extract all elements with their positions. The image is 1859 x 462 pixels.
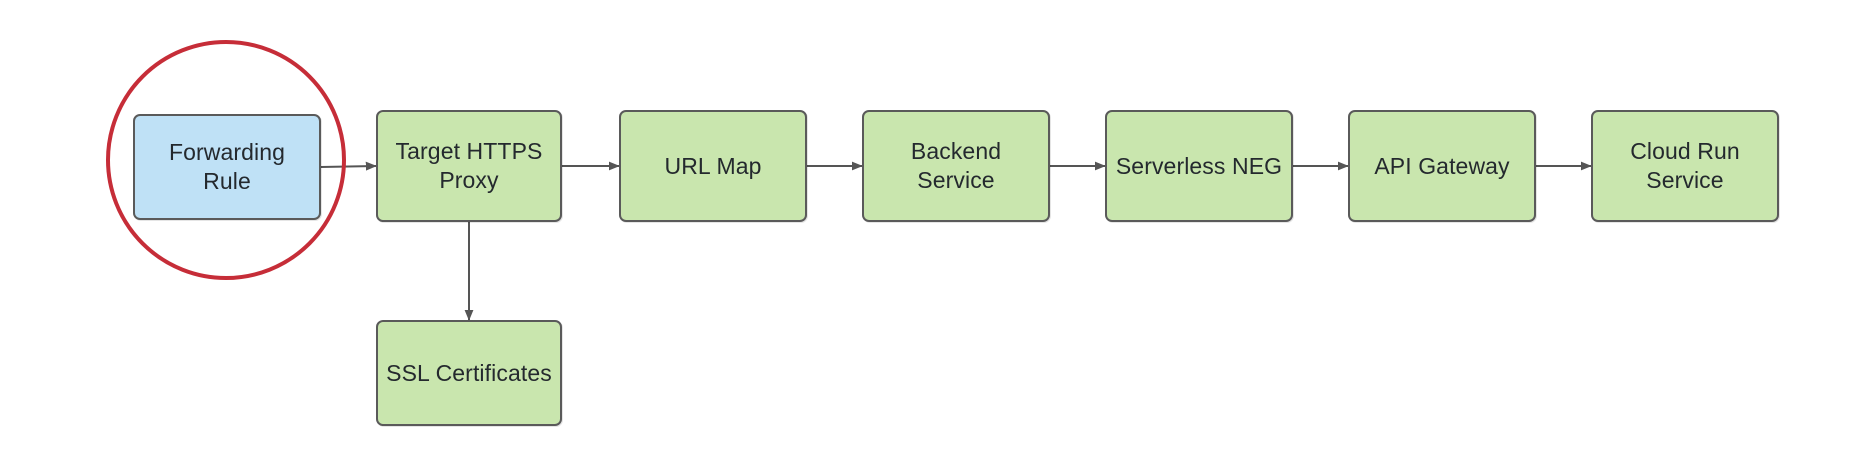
node-ssl-certificates[interactable]: SSL Certificates <box>376 320 562 426</box>
node-url-map[interactable]: URL Map <box>619 110 807 222</box>
node-backend-service[interactable]: Backend Service <box>862 110 1050 222</box>
node-target-https-proxy[interactable]: Target HTTPS Proxy <box>376 110 562 222</box>
node-cloud-run-service[interactable]: Cloud Run Service <box>1591 110 1779 222</box>
node-api-gateway[interactable]: API Gateway <box>1348 110 1536 222</box>
highlight-circle-forwarding-rule <box>106 40 346 280</box>
node-serverless-neg[interactable]: Serverless NEG <box>1105 110 1293 222</box>
